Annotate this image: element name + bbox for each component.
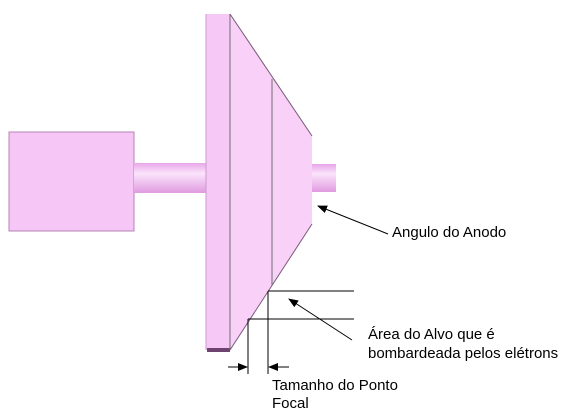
target-area-label-line1: Área do Alvo que é [368, 326, 495, 343]
focal-spot-label-line1: Tamanho do Ponto [272, 377, 398, 394]
anode-disk-face [206, 14, 230, 350]
anode-angle-arrow [317, 205, 389, 235]
anode-shaft [134, 163, 208, 193]
rotor-block [8, 131, 135, 232]
anode-angle-label: Angulo do Anodo [392, 224, 507, 241]
anode-bevel-outline-bottom [229, 223, 313, 351]
target-area-arrow [288, 298, 353, 341]
anode-bevel [230, 14, 312, 350]
target-area-label-line2: bombardeada pelos elétrons [368, 345, 559, 362]
focal-spot-label-line2: Focal [272, 395, 309, 412]
anode-stub [312, 164, 336, 192]
anode-bevel-outline-top [229, 13, 313, 137]
